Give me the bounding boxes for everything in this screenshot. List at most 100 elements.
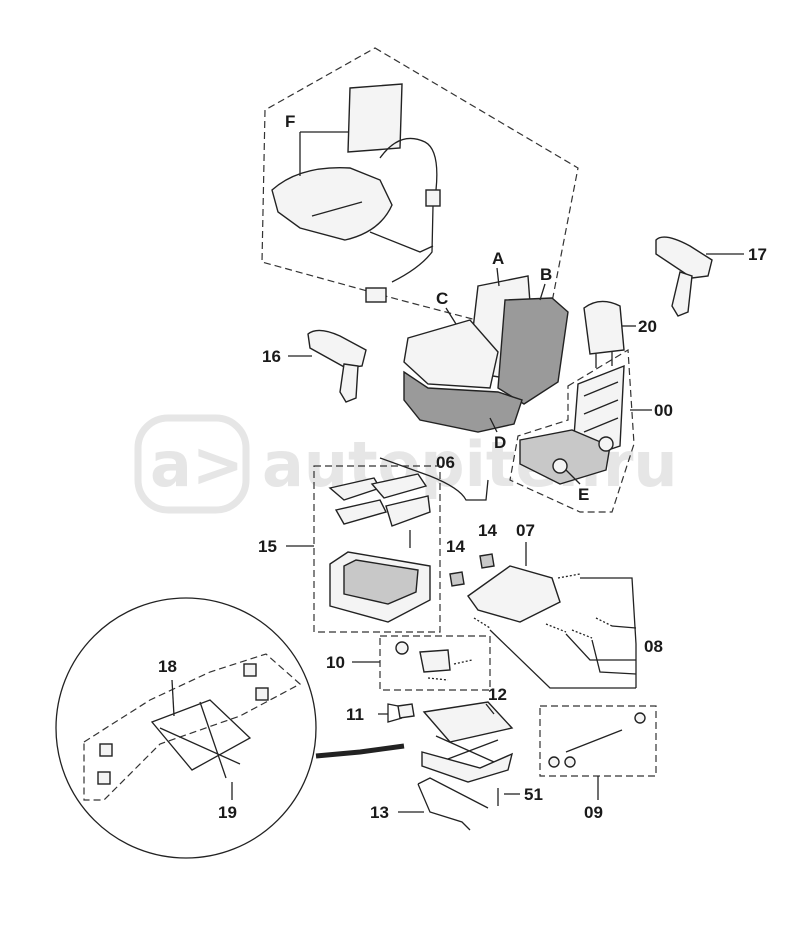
headrest-20: 20 bbox=[583, 300, 657, 368]
block-18-b bbox=[255, 687, 269, 701]
suspension-top-plate bbox=[422, 701, 514, 743]
back-pad bbox=[347, 83, 403, 153]
group-09: 09 bbox=[539, 705, 657, 822]
seat-back-cover-b bbox=[497, 297, 569, 405]
seat-frame-00: 00 E bbox=[509, 348, 673, 513]
bolt-10 bbox=[395, 641, 409, 655]
frame-rib-2 bbox=[583, 399, 619, 415]
group-f-boundary bbox=[261, 47, 579, 339]
label-00: 00 bbox=[654, 401, 673, 420]
group-15-boundary bbox=[313, 465, 441, 633]
frame-pivot-right bbox=[598, 436, 614, 452]
label-10: 10 bbox=[326, 653, 345, 672]
bracket-07: 07 bbox=[467, 521, 561, 623]
cable-06: 06 bbox=[379, 453, 489, 501]
leader-08-c bbox=[565, 633, 636, 661]
label-13: 13 bbox=[370, 803, 389, 822]
frame-rib-3 bbox=[583, 417, 619, 433]
frame-rib-1 bbox=[583, 381, 619, 397]
harness-branch bbox=[369, 231, 434, 253]
seat-frame-base bbox=[519, 429, 611, 485]
group-10-boundary bbox=[379, 635, 491, 691]
label-11: 11 bbox=[346, 705, 364, 724]
block-18-a bbox=[243, 663, 257, 677]
label-09: 09 bbox=[584, 803, 603, 822]
suspension-12: 12 11 51 bbox=[346, 685, 543, 806]
watermark-badge-frame bbox=[134, 414, 250, 514]
leader-c bbox=[445, 307, 457, 325]
seat-pad bbox=[271, 166, 393, 241]
seat-pad-slot bbox=[311, 201, 363, 217]
nut-09 bbox=[634, 712, 646, 724]
label-08: 08 bbox=[644, 637, 663, 656]
label-06: 06 bbox=[436, 453, 455, 472]
armrest-16: 16 bbox=[262, 329, 367, 403]
group-10: 10 bbox=[326, 635, 491, 691]
lever-11 bbox=[397, 703, 415, 719]
leader-08-a bbox=[580, 577, 637, 645]
bracket-10 bbox=[419, 649, 451, 673]
spring-1 bbox=[557, 573, 581, 579]
lever-13: 13 bbox=[370, 777, 489, 831]
armrest-16-pad bbox=[307, 329, 367, 369]
rail-left-bottom bbox=[334, 499, 388, 525]
spring-10-a bbox=[453, 659, 473, 665]
label-e: E bbox=[578, 485, 589, 504]
leader-a bbox=[496, 267, 500, 287]
group-18-boundary bbox=[83, 653, 302, 801]
seat-cover-d bbox=[403, 370, 523, 433]
spring-3 bbox=[545, 623, 567, 633]
harness-lower bbox=[391, 205, 434, 283]
label-51: 51 bbox=[524, 785, 543, 804]
group-f-assembly: F bbox=[261, 47, 579, 339]
leader-08-e bbox=[489, 629, 636, 689]
spring-5 bbox=[473, 617, 491, 629]
leader-11 bbox=[378, 703, 403, 723]
rail-right-top bbox=[370, 473, 428, 499]
armrest-16-bracket bbox=[339, 363, 359, 403]
group-00-boundary bbox=[509, 348, 635, 513]
suspension-base bbox=[421, 751, 514, 783]
group-15: 15 bbox=[258, 465, 441, 633]
label-20: 20 bbox=[638, 317, 657, 336]
bracket-07-body bbox=[467, 565, 561, 623]
block-18-c bbox=[99, 743, 113, 757]
main-seat: A B C D bbox=[403, 249, 569, 452]
label-07: 07 bbox=[516, 521, 535, 540]
armrest-17-bracket bbox=[671, 271, 693, 317]
leader-b bbox=[539, 283, 546, 301]
leader-12 bbox=[485, 703, 495, 715]
scissor-frame bbox=[150, 699, 252, 771]
knob-14-b bbox=[479, 553, 495, 569]
springs-08: 08 bbox=[473, 573, 663, 689]
leader-08-d bbox=[591, 639, 637, 675]
label-14-a: 14 bbox=[446, 537, 465, 556]
label-15: 15 bbox=[258, 537, 277, 556]
washer-09-a bbox=[548, 756, 560, 768]
suspension-scissors bbox=[435, 735, 499, 763]
leader-e bbox=[565, 469, 581, 485]
label-b: B bbox=[540, 265, 552, 284]
harness-connector bbox=[425, 189, 441, 207]
leader-d bbox=[489, 417, 498, 433]
detail-circle-outline bbox=[55, 597, 317, 859]
harness-plug bbox=[365, 287, 387, 303]
detail-circle: 18 19 bbox=[55, 597, 405, 859]
leader-18 bbox=[171, 679, 175, 717]
headrest-20-pad bbox=[583, 300, 625, 355]
armrest-17-pad bbox=[655, 236, 713, 279]
leader-08-b bbox=[611, 625, 637, 629]
seat-cushion-c bbox=[403, 319, 499, 389]
watermark-badge: a> bbox=[150, 428, 244, 501]
label-d: D bbox=[494, 433, 506, 452]
frame-pivot-left bbox=[552, 458, 568, 474]
group-09-boundary bbox=[539, 705, 657, 777]
armrest-17: 17 bbox=[655, 236, 767, 317]
label-c: C bbox=[436, 289, 448, 308]
label-f: F bbox=[285, 112, 295, 131]
label-17: 17 bbox=[748, 245, 767, 264]
label-14-b: 14 bbox=[478, 521, 497, 540]
label-16: 16 bbox=[262, 347, 281, 366]
knobs-14: 14 14 bbox=[446, 521, 497, 587]
detail-pointer bbox=[315, 743, 405, 759]
